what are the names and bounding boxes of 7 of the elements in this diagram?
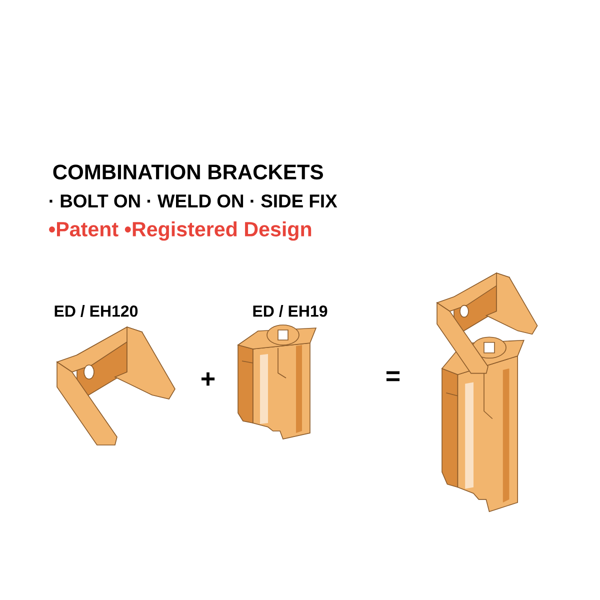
part-number: ED / EH19 xyxy=(253,305,328,317)
plus-sign: + xyxy=(202,372,215,386)
equals-sign: = xyxy=(386,371,400,382)
note-text: •Patent •Registered Design xyxy=(49,221,312,241)
title: COMBINATION BRACKETS xyxy=(53,164,323,180)
feature-list: · BOLT ON · WELD ON · SIDE FIX xyxy=(50,194,338,208)
part-number: ED / EH120 xyxy=(54,305,138,317)
